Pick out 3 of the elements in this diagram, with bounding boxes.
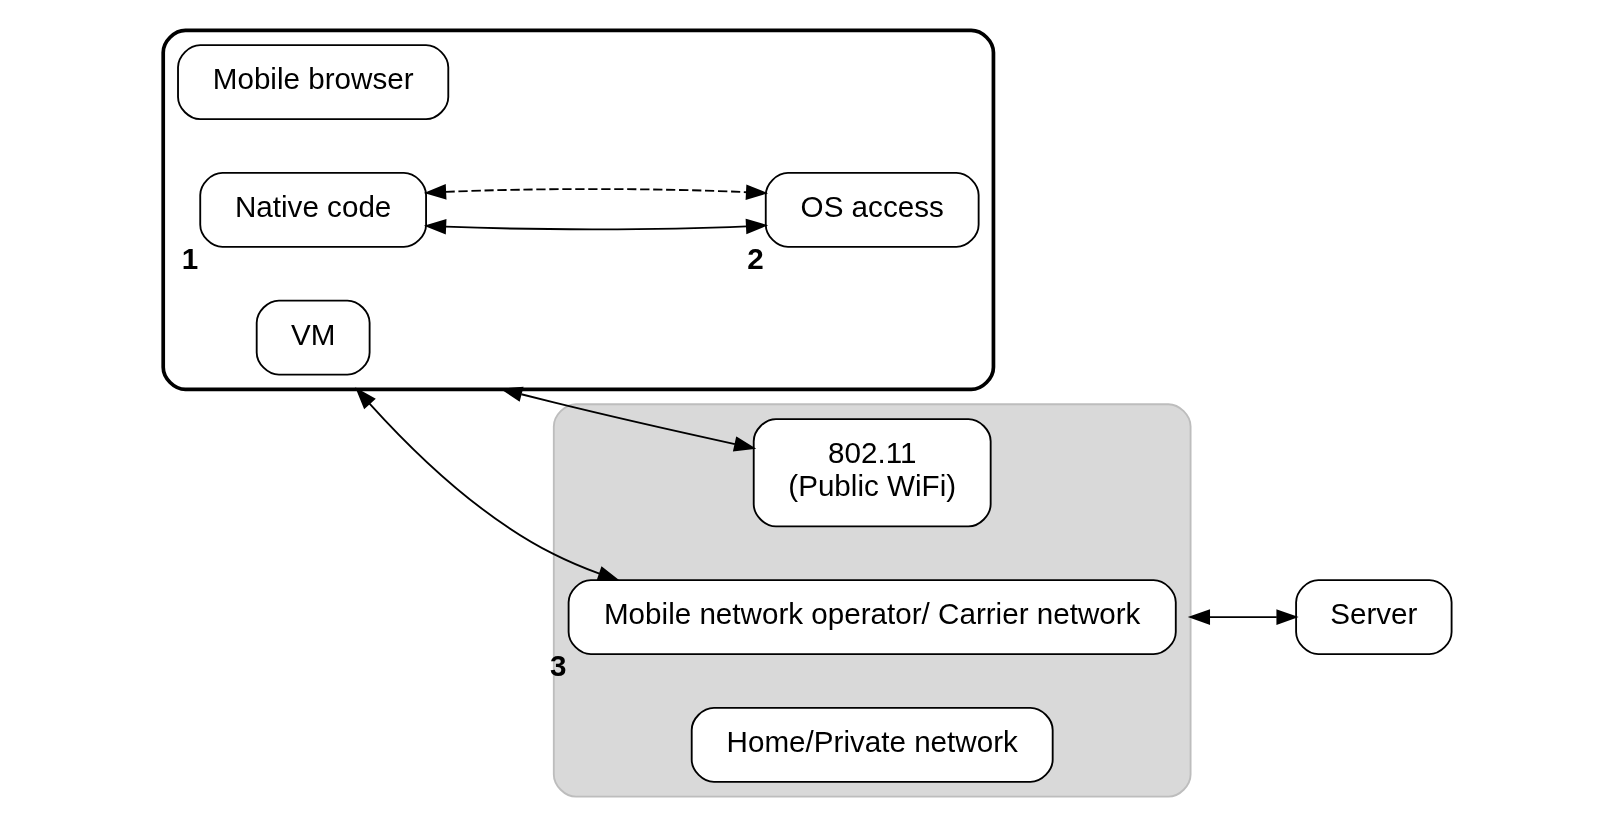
- node-label: 2: [747, 241, 764, 275]
- node-label: 1: [181, 241, 199, 275]
- node-label: 3: [550, 648, 567, 682]
